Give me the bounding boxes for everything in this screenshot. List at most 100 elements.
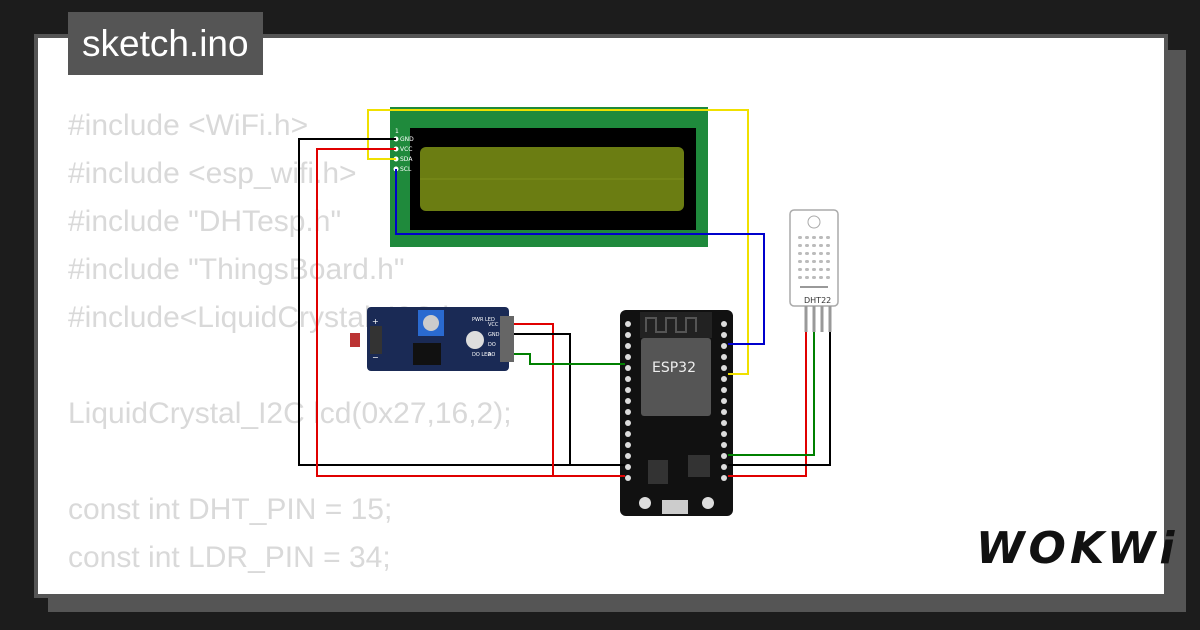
esp32-pin[interactable] — [721, 453, 727, 459]
esp32-pin[interactable] — [721, 343, 727, 349]
code-line: const int DHT_PIN = 15; — [68, 493, 393, 526]
esp32-pin[interactable] — [721, 354, 727, 360]
esp32-pin[interactable] — [625, 332, 631, 338]
esp32-pin[interactable] — [625, 343, 631, 349]
esp32-pin[interactable] — [625, 453, 631, 459]
dht22-vent — [798, 260, 802, 263]
ldr-pin-do: DO — [488, 342, 496, 348]
dht22-vent — [798, 244, 802, 247]
dht22-vent — [819, 268, 823, 271]
dht22-vent — [826, 268, 830, 271]
code-line: #include <esp_wifi.h> — [68, 157, 357, 190]
dht22-vent — [798, 252, 802, 255]
wire-dht-gnd — [728, 332, 831, 466]
ldr-pin-gnd: GND — [488, 332, 500, 338]
wire-ldr-gnd — [514, 333, 625, 466]
dht22-vent — [826, 244, 830, 247]
code-line: #include <WiFi.h> — [68, 109, 309, 142]
code-line: LiquidCrystal_I2C lcd(0x27,16,2); — [68, 397, 512, 430]
ldr-minus-label: − — [372, 353, 379, 362]
esp32-pin[interactable] — [721, 431, 727, 437]
esp32-pin[interactable] — [721, 409, 727, 415]
esp32-pin[interactable] — [625, 398, 631, 404]
dht22-vent — [826, 252, 830, 255]
esp32-pin[interactable] — [625, 387, 631, 393]
esp32-pin[interactable] — [625, 321, 631, 327]
dht22-vent — [805, 252, 809, 255]
wire-dht-data — [728, 332, 815, 456]
dht22-vent — [819, 276, 823, 279]
ldr-pin-ao: AO — [488, 352, 495, 358]
code-line: #include "DHTesp.h" — [68, 205, 342, 238]
esp32-pin[interactable] — [721, 365, 727, 371]
dht22-vent — [812, 260, 816, 263]
esp32-pin[interactable] — [721, 387, 727, 393]
dht22-vent — [805, 244, 809, 247]
dht22-label: DHT22 — [804, 296, 831, 305]
dht22-vent — [819, 260, 823, 263]
esp32-pin[interactable] — [721, 464, 727, 470]
sketch-title-tab[interactable]: sketch.ino — [68, 12, 263, 75]
ldr-pwr-led-label: PWR LED — [472, 317, 495, 323]
dht22-vent — [798, 236, 802, 239]
ldr-pin-vcc: VCC — [488, 322, 499, 328]
wire-dht-vcc — [728, 332, 807, 477]
esp32-pin[interactable] — [625, 376, 631, 382]
ldr-module[interactable] — [350, 307, 514, 371]
esp32-pin[interactable] — [625, 420, 631, 426]
dht22-vent — [819, 236, 823, 239]
wires — [298, 109, 831, 477]
esp32-pin[interactable] — [625, 409, 631, 415]
esp32-pin-headers — [625, 321, 727, 481]
code-line: const int LDR_PIN = 34; — [68, 541, 391, 574]
esp32-label: ESP32 — [652, 360, 696, 376]
esp32-pin[interactable] — [721, 321, 727, 327]
wire-lcd-gnd — [298, 138, 625, 466]
dht22-vent — [805, 236, 809, 239]
esp32-pin[interactable] — [625, 354, 631, 360]
esp32-pin[interactable] — [625, 431, 631, 437]
dht22-vent — [819, 244, 823, 247]
wire-lcd-sda — [367, 109, 749, 375]
esp32-pin[interactable] — [625, 442, 631, 448]
lcd-pin-gnd: GND — [400, 136, 414, 143]
lcd-display[interactable] — [390, 107, 708, 247]
dht22-vent — [826, 236, 830, 239]
dht22-sensor[interactable] — [789, 209, 839, 332]
lcd-pin-scl: SCL — [400, 166, 412, 173]
dht22-vent — [805, 260, 809, 263]
code-preview: #include <WiFi.h> #include <esp_wifi.h> #i… — [68, 102, 512, 582]
dht22-vent — [812, 236, 816, 239]
code-line: #include "ThingsBoard.h" — [68, 253, 405, 286]
esp32-pin[interactable] — [625, 365, 631, 371]
esp32-pin[interactable] — [625, 464, 631, 470]
esp32-pin[interactable] — [721, 398, 727, 404]
wire-lcd-vcc — [316, 148, 625, 477]
dht22-vent — [826, 260, 830, 263]
wire-ldr-vcc — [514, 323, 625, 477]
dht22-vent — [812, 252, 816, 255]
esp32-pin[interactable] — [721, 475, 727, 481]
dht22-vent — [798, 276, 802, 279]
lcd-pin-vcc: VCC — [400, 146, 412, 153]
dht22-vent — [805, 276, 809, 279]
dht22-vent — [798, 268, 802, 271]
dht22-vent — [805, 268, 809, 271]
lcd-pin1-label: 1 — [395, 128, 399, 135]
esp32-board[interactable] — [620, 310, 733, 516]
dht22-vent — [812, 244, 816, 247]
esp32-pin[interactable] — [625, 475, 631, 481]
dht22-vent — [819, 252, 823, 255]
dht22-vent — [812, 276, 816, 279]
wokwi-logo[interactable]: WOKWi — [976, 523, 1179, 574]
esp32-pin[interactable] — [721, 442, 727, 448]
esp32-pin[interactable] — [721, 420, 727, 426]
lcd-pin-sda: SDA — [400, 156, 413, 163]
esp32-pin[interactable] — [721, 332, 727, 338]
wire-lcd-scl — [395, 169, 765, 345]
esp32-pin[interactable] — [721, 376, 727, 382]
wire-ldr-ao — [514, 353, 625, 365]
dht22-vent — [826, 276, 830, 279]
ldr-do-led-label: DO LED — [472, 352, 491, 358]
